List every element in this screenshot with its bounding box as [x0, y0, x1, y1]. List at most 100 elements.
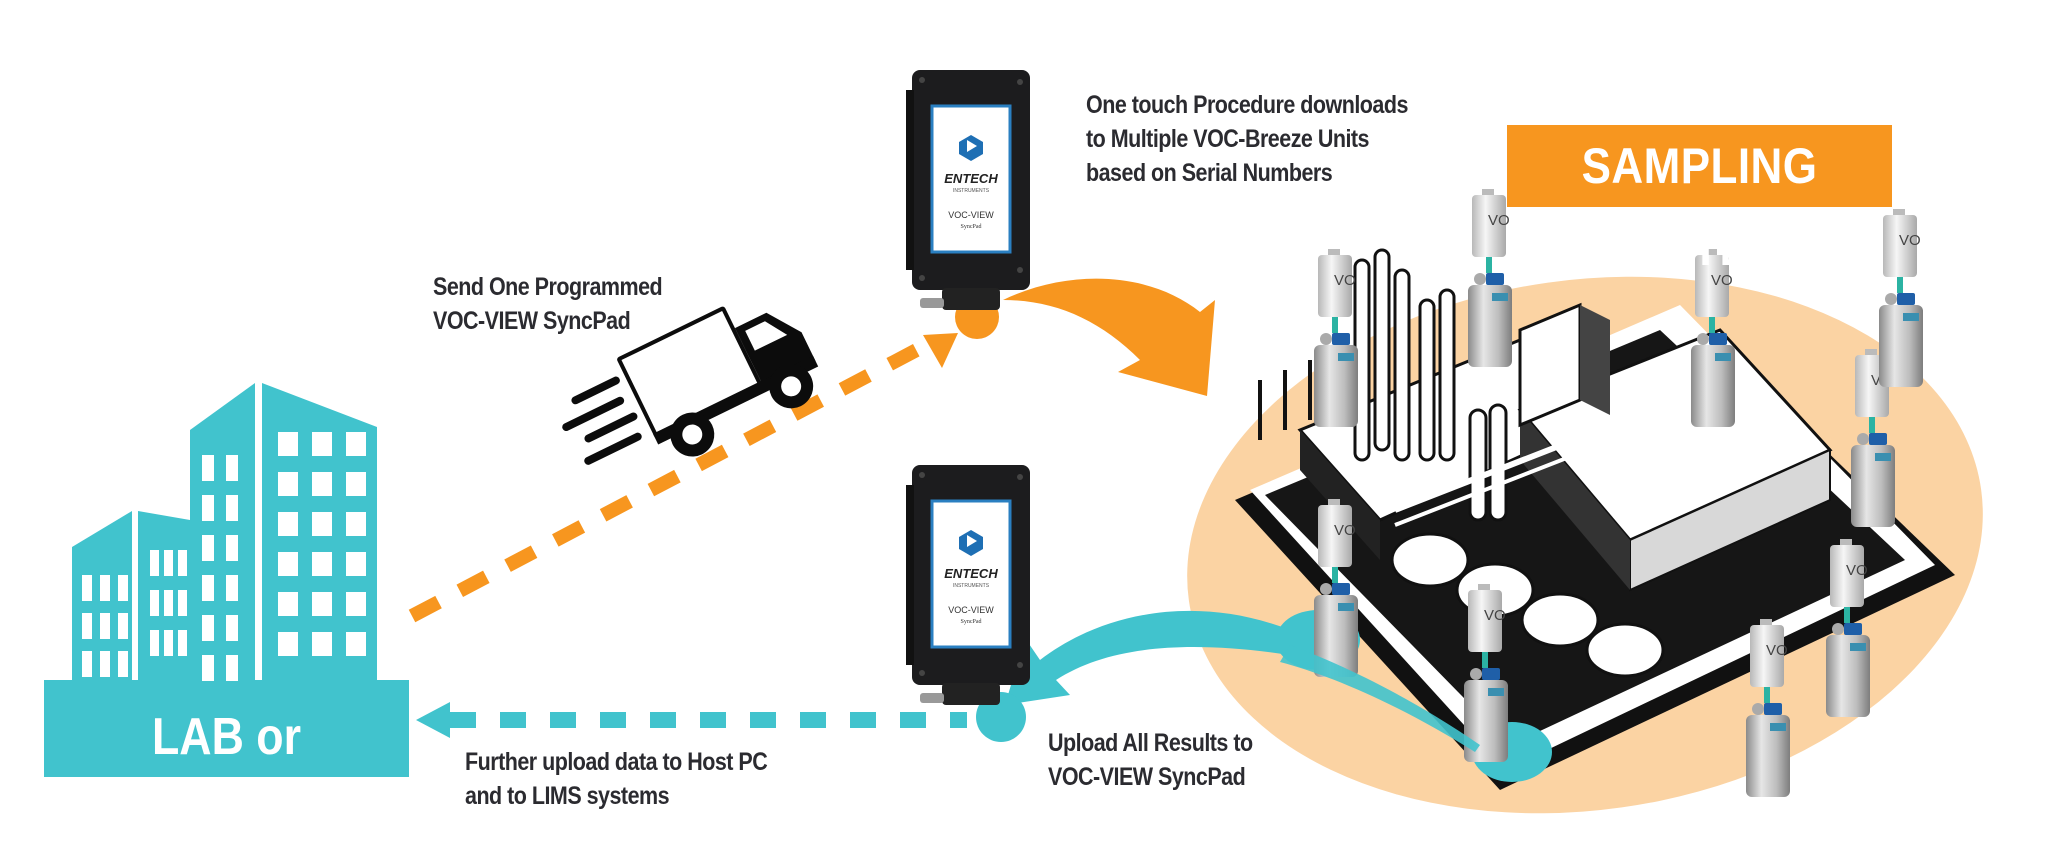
- syncpad-device: ENTECH INSTRUMENTS VOC-VIEW SyncPad: [906, 465, 1030, 705]
- screw: [919, 472, 925, 478]
- screw: [1017, 662, 1023, 668]
- curved-arrow-icon: [1003, 278, 1215, 396]
- screw: [919, 275, 925, 281]
- device-product-sub: SyncPad: [961, 619, 982, 625]
- device-brand: ENTECH: [944, 171, 998, 186]
- window: [150, 630, 159, 656]
- window: [150, 590, 159, 616]
- screw: [1017, 79, 1023, 85]
- window: [164, 590, 173, 616]
- window: [226, 535, 238, 561]
- window: [278, 472, 298, 496]
- sampling-site-label: SAMPLING SITE: [1507, 125, 1892, 276]
- window: [100, 575, 110, 601]
- window: [118, 575, 128, 601]
- screw: [1017, 267, 1023, 273]
- voc-breeze-sampler-icon: VO: [1826, 539, 1870, 717]
- upload-results-caption: Upload All Results to VOC-VIEW SyncPad: [1048, 729, 1253, 791]
- device-plug: [920, 693, 944, 703]
- sampler-label: VO: [1488, 212, 1510, 229]
- window: [226, 575, 238, 601]
- syncpad-device: ENTECH INSTRUMENTS VOC-VIEW SyncPad: [906, 70, 1030, 310]
- window: [312, 432, 332, 456]
- window: [226, 615, 238, 641]
- screw: [919, 670, 925, 676]
- device-connector: [942, 288, 1000, 310]
- window: [202, 535, 214, 561]
- window: [346, 632, 366, 656]
- window: [82, 651, 92, 677]
- window: [278, 432, 298, 456]
- voc-breeze-sampler-icon: VO: [1691, 249, 1735, 427]
- window: [118, 613, 128, 639]
- window: [178, 590, 187, 616]
- device-brand: ENTECH: [944, 566, 998, 581]
- window: [346, 432, 366, 456]
- entech-logo-icon: [959, 135, 983, 161]
- window: [226, 455, 238, 481]
- window: [346, 472, 366, 496]
- window: [164, 550, 173, 576]
- device-screen: [930, 499, 1012, 649]
- window: [178, 630, 187, 656]
- download-caption: One touch Procedure downloads to Multipl…: [1086, 91, 1408, 187]
- window: [346, 592, 366, 616]
- device-product-sub: SyncPad: [961, 224, 982, 230]
- device-brand-sub: INSTRUMENTS: [953, 188, 990, 194]
- device-side: [906, 90, 914, 270]
- entech-logo-icon: [959, 530, 983, 556]
- window: [312, 552, 332, 576]
- window: [312, 632, 332, 656]
- device-plug: [920, 298, 944, 308]
- window: [202, 575, 214, 601]
- window: [82, 613, 92, 639]
- industrial-plant-illustration: [1235, 248, 1955, 790]
- window: [202, 495, 214, 521]
- further-upload-caption: Further upload data to Host PC and to LI…: [465, 748, 768, 810]
- sampler-label: VO: [1484, 607, 1506, 624]
- curved-arrow-icon: [1005, 610, 1290, 705]
- window: [150, 550, 159, 576]
- sampler-label: VO: [1899, 232, 1921, 249]
- office-building-icon: [44, 383, 409, 777]
- send-caption: Send One Programmed VOC-VIEW SyncPad: [433, 273, 663, 335]
- screw: [919, 77, 925, 83]
- window: [164, 630, 173, 656]
- window: [178, 550, 187, 576]
- device-product: VOC-VIEW: [948, 210, 994, 220]
- delivery-truck-icon: [562, 306, 819, 465]
- sampler-label: VO: [1846, 562, 1868, 579]
- window: [202, 455, 214, 481]
- lab-office-label: LAB or OFFICE: [144, 708, 309, 846]
- curved-arrow-tail: [1280, 645, 1480, 752]
- voc-breeze-sampler-icon: VO: [1746, 619, 1790, 797]
- shipping-path: [408, 336, 934, 623]
- window: [118, 651, 128, 677]
- arrowhead-icon: [923, 333, 958, 368]
- sampler-label: VO: [1711, 272, 1733, 289]
- window: [202, 655, 214, 681]
- sampler-label: VO: [1766, 642, 1788, 659]
- voc-breeze-sampler-icon: VO: [1879, 209, 1923, 387]
- window: [312, 592, 332, 616]
- window: [202, 615, 214, 641]
- device-screen: [930, 104, 1012, 254]
- workflow-diagram: VOVOVOVOVOVOVOVOVO ENTE: [44, 70, 1983, 814]
- screw: [1017, 474, 1023, 480]
- window: [312, 512, 332, 536]
- voc-breeze-sampler-icon: VO: [1314, 499, 1358, 677]
- arrowhead-icon: [416, 702, 450, 738]
- window: [346, 512, 366, 536]
- sampler-label: VO: [1334, 522, 1356, 539]
- device-brand-sub: INSTRUMENTS: [953, 583, 990, 589]
- device-product: VOC-VIEW: [948, 605, 994, 615]
- sampler-label: VO: [1334, 272, 1356, 289]
- device-connector: [942, 683, 1000, 705]
- window: [312, 472, 332, 496]
- window: [82, 575, 92, 601]
- voc-breeze-sampler-icon: VO: [1464, 584, 1508, 762]
- window: [226, 495, 238, 521]
- window: [278, 632, 298, 656]
- voc-breeze-sampler-icon: VO: [1468, 189, 1512, 367]
- window: [278, 592, 298, 616]
